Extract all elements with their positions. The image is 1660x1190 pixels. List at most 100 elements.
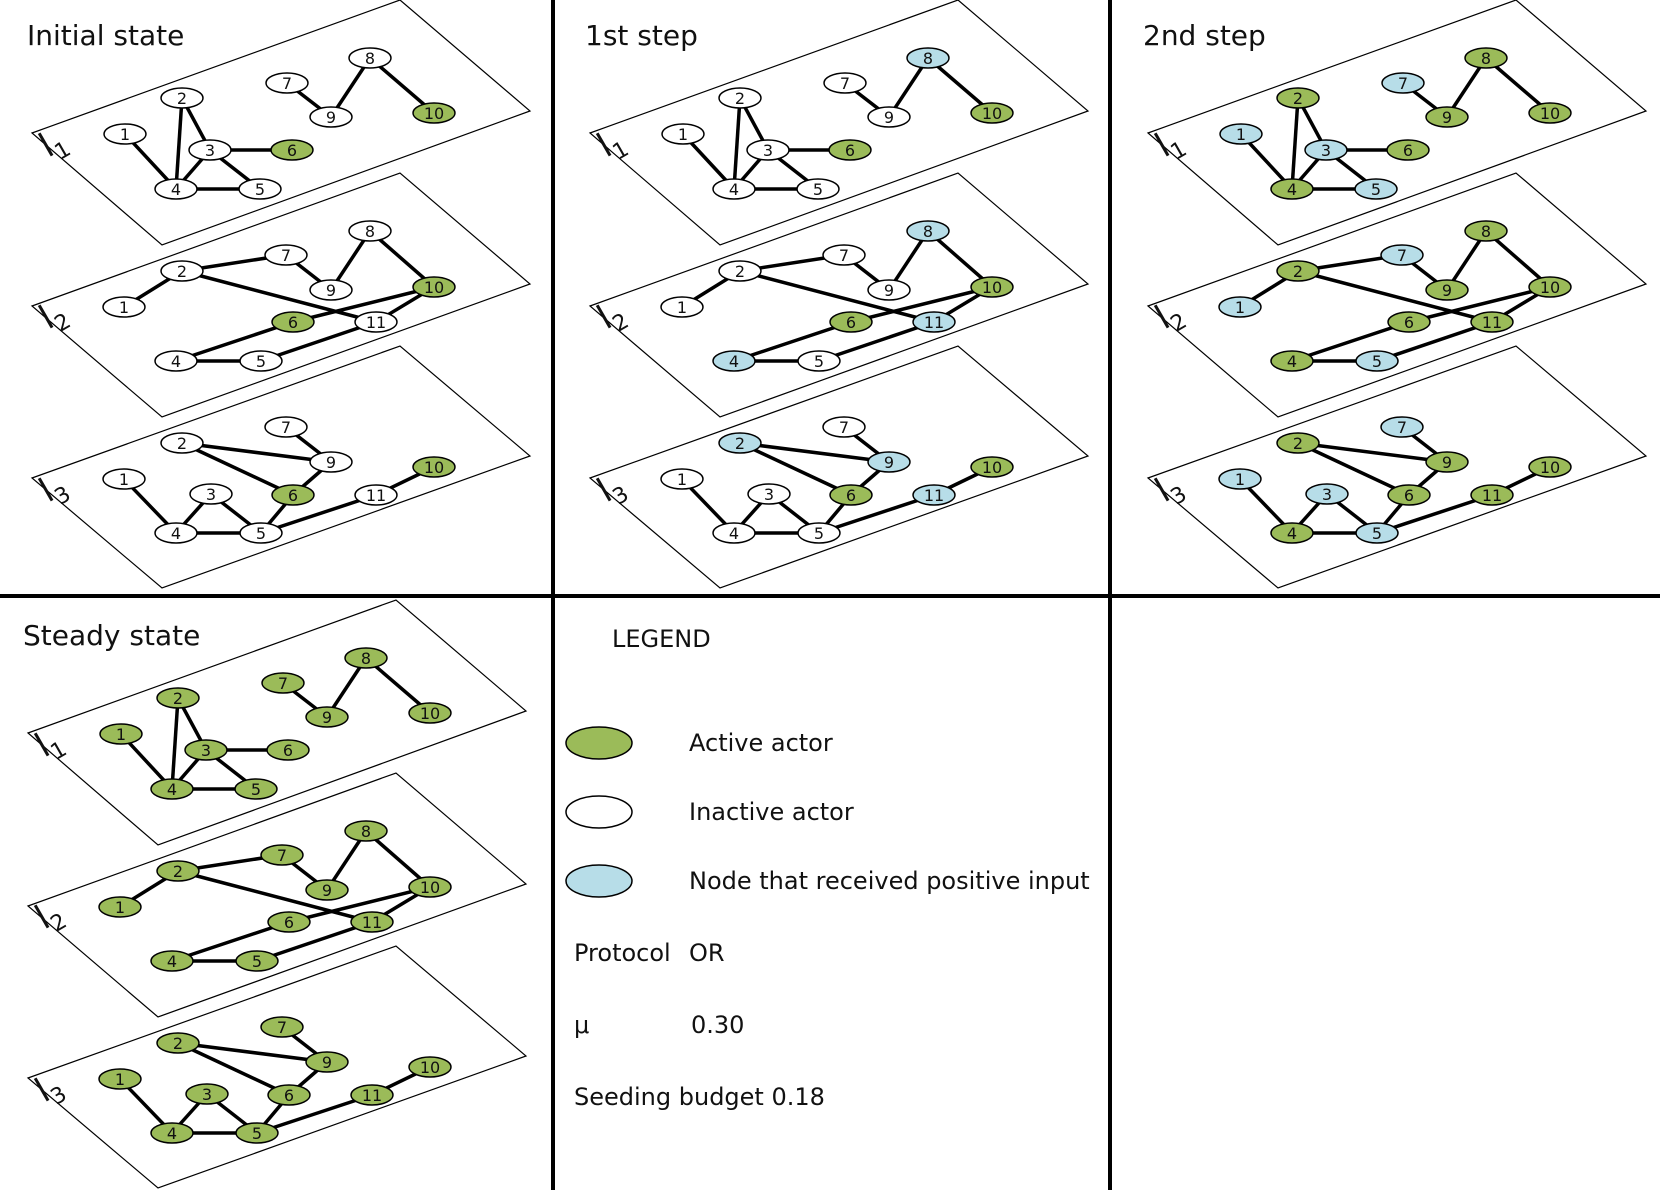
node-ellipse <box>184 739 228 761</box>
node-ellipse <box>344 647 388 669</box>
node-10: 10 <box>408 702 452 724</box>
node-9: 9 <box>1425 279 1469 301</box>
node-ellipse <box>1270 350 1314 372</box>
node-label: 1 <box>1235 470 1245 489</box>
node-ellipse <box>412 102 456 124</box>
node-7: 7 <box>264 244 308 266</box>
node-label: 9 <box>1442 108 1452 127</box>
layer-label-l3: l3 <box>29 1064 72 1115</box>
node-label: 9 <box>322 881 332 900</box>
node-label: 5 <box>1371 180 1381 199</box>
node-label: 4 <box>729 180 739 199</box>
node-ellipse <box>970 456 1014 478</box>
node-ellipse <box>1464 47 1508 69</box>
node-ellipse <box>1276 87 1320 109</box>
panel-title: Steady state <box>23 619 200 652</box>
node-label: 4 <box>729 524 739 543</box>
node-7: 7 <box>260 1016 304 1038</box>
node-ellipse <box>1219 123 1263 145</box>
node-9: 9 <box>309 279 353 301</box>
node-ellipse <box>238 178 282 200</box>
node-label: 8 <box>923 49 933 68</box>
node-label: 5 <box>252 952 262 971</box>
node-8: 8 <box>348 47 392 69</box>
node-2: 2 <box>160 260 204 282</box>
edge-2-11 <box>1297 269 1493 324</box>
node-label: 2 <box>735 262 745 281</box>
node-ellipse <box>348 220 392 242</box>
edge-2-6 <box>181 441 294 497</box>
node-label: 8 <box>365 222 375 241</box>
node-ellipse <box>260 844 304 866</box>
edge-2-11 <box>739 269 935 324</box>
node-2: 2 <box>1276 87 1320 109</box>
node-ellipse <box>260 1016 304 1038</box>
layer-label-l3: l3 <box>1149 464 1192 515</box>
node-8: 8 <box>1464 47 1508 69</box>
node-label: 5 <box>814 352 824 371</box>
edge-5-11 <box>1376 493 1493 535</box>
node-ellipse <box>1354 178 1398 200</box>
edge-2-11 <box>177 869 373 924</box>
node-label: 9 <box>326 453 336 472</box>
node-ellipse <box>1470 484 1514 506</box>
node-11: 11 <box>354 484 398 506</box>
node-label: 4 <box>167 780 177 799</box>
edge-5-11 <box>818 493 935 535</box>
node-label: 6 <box>1404 313 1414 332</box>
node-11: 11 <box>912 311 956 333</box>
legend-item-active: Active actor <box>565 726 833 760</box>
node-label: 11 <box>362 913 382 932</box>
node-ellipse <box>261 672 305 694</box>
node-9: 9 <box>1425 451 1469 473</box>
node-2: 2 <box>156 687 200 709</box>
node-ellipse <box>185 1083 229 1105</box>
node-3: 3 <box>185 1083 229 1105</box>
node-1: 1 <box>102 296 146 318</box>
node-label: 2 <box>735 434 745 453</box>
node-3: 3 <box>184 739 228 761</box>
node-7: 7 <box>1380 244 1424 266</box>
node-ellipse <box>160 260 204 282</box>
node-label: 10 <box>1540 104 1560 123</box>
node-label: 7 <box>1397 246 1407 265</box>
layer-label-l3: l3 <box>33 464 76 515</box>
layer-label-l2: l2 <box>591 291 634 342</box>
node-4: 4 <box>154 178 198 200</box>
node-ellipse <box>98 1068 142 1090</box>
node-label: 1 <box>1235 298 1245 317</box>
legend-swatch <box>565 726 633 760</box>
node-ellipse <box>867 451 911 473</box>
node-label: 5 <box>813 180 823 199</box>
node-ellipse <box>154 178 198 200</box>
node-ellipse <box>271 484 315 506</box>
layer-plane <box>1146 172 1648 418</box>
node-ellipse <box>1270 522 1314 544</box>
node-label: 1 <box>119 298 129 317</box>
node-ellipse <box>305 879 349 901</box>
edge-5-11 <box>256 920 373 963</box>
edge-2-4 <box>732 97 742 190</box>
node-label: 10 <box>1540 458 1560 477</box>
node-label: 7 <box>278 674 288 693</box>
node-label: 7 <box>277 846 287 865</box>
node-label: 1 <box>116 725 126 744</box>
node-1: 1 <box>1218 296 1262 318</box>
node-label: 2 <box>173 862 183 881</box>
node-label: 4 <box>729 352 739 371</box>
node-11: 11 <box>350 911 394 933</box>
node-1: 1 <box>660 296 704 318</box>
layer-label-l3: l3 <box>591 464 634 515</box>
node-4: 4 <box>1270 350 1314 372</box>
node-label: 7 <box>1397 418 1407 437</box>
node-ellipse <box>661 123 705 145</box>
node-ellipse <box>354 484 398 506</box>
node-ellipse <box>412 456 456 478</box>
edge-2-6 <box>1297 441 1410 497</box>
node-5: 5 <box>234 778 278 800</box>
node-label: 1 <box>677 298 687 317</box>
node-label: 3 <box>202 1085 212 1104</box>
